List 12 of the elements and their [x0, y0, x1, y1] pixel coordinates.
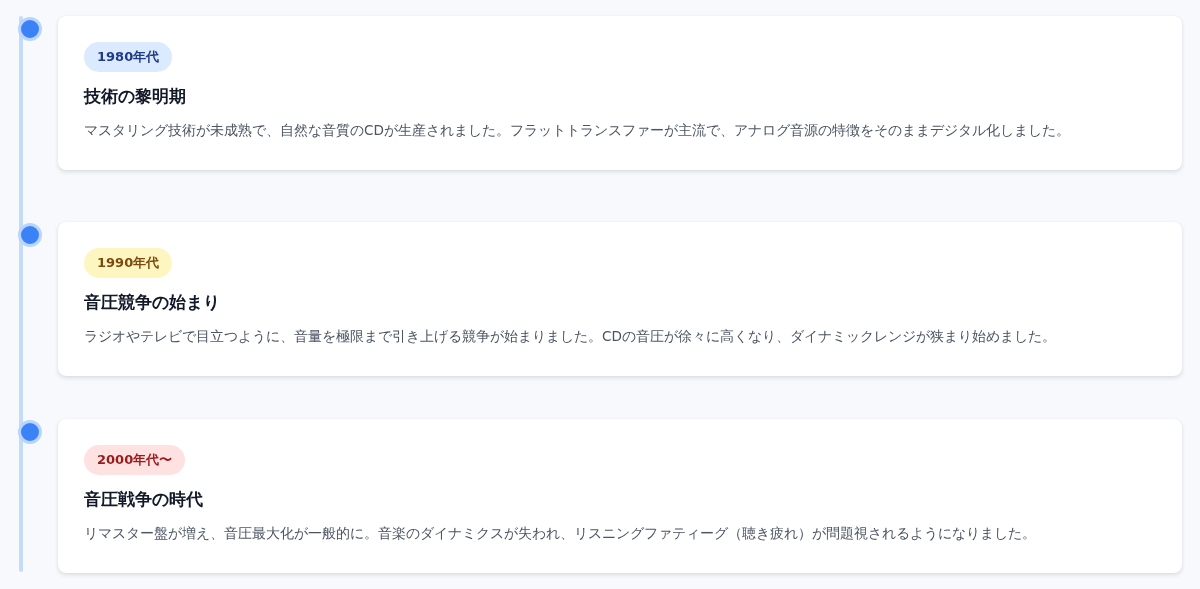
- card-title: 音圧戦争の時代: [84, 488, 204, 511]
- card-title: 音圧競争の始まり: [84, 291, 221, 314]
- card-title: 技術の黎明期: [84, 85, 187, 108]
- event-card: [58, 419, 1182, 573]
- period-tag: 1980年代: [84, 42, 173, 72]
- card-description: リマスター盤が増え、音圧最大化が一般的に。音楽のダイナミクスが失われ、リスニングファティーグ（聴き疲れ）が問題視されるようになりました。: [84, 524, 1037, 543]
- event-card: [58, 16, 1182, 170]
- event-card: [58, 222, 1182, 376]
- period-tag: 2000年代〜: [84, 445, 186, 475]
- period-tag: 1990年代: [84, 248, 173, 278]
- card-description: ラジオやテレビで目立つように、音量を極限まで引き上げる競争が始まりました。CDの音圧が徐々に高くなり、ダイナミックレンジが狭まり始めました。: [84, 327, 1057, 346]
- card-description: マスタリング技術が未成熟で、自然な音質のCDが生産されました。フラットトランスファーが主流で、アナログ音源の特徴をそのままデジタル化しました。: [84, 121, 1071, 140]
